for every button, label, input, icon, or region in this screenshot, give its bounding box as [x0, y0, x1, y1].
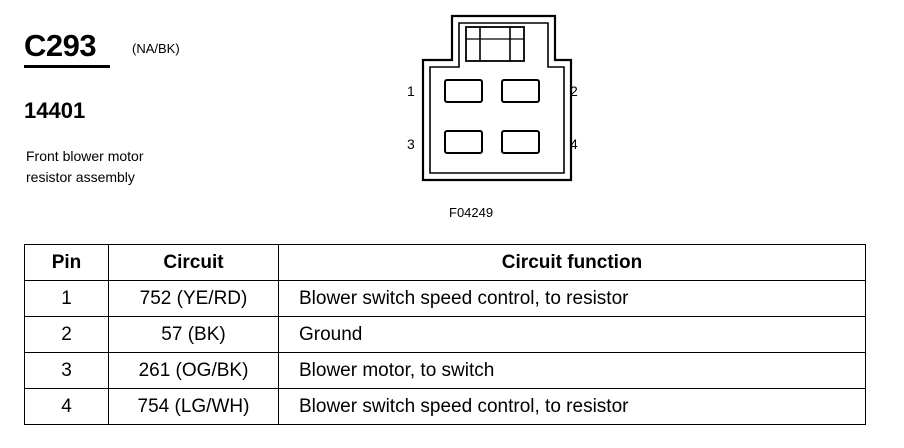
- cell-pin: 3: [24, 352, 109, 389]
- connector-latch: [465, 26, 525, 62]
- cell-function: Blower switch speed control, to resistor: [278, 388, 866, 425]
- pin-label-2: 2: [570, 83, 578, 99]
- pin-label-3: 3: [407, 136, 415, 152]
- pin-cavity-2: [501, 79, 540, 103]
- figure-id: F04249: [449, 205, 494, 220]
- header-pin: Pin: [24, 244, 109, 281]
- description-line-2: resistor assembly: [26, 169, 135, 185]
- connector-color: (NA/BK): [132, 41, 180, 56]
- table-row: 2 57 (BK) Ground: [24, 316, 866, 353]
- connector-face-diagram: [421, 14, 573, 182]
- table-header-row: Pin Circuit Circuit function: [24, 244, 866, 281]
- cell-function: Blower motor, to switch: [278, 352, 866, 389]
- pin-cavity-1: [444, 79, 483, 103]
- header-circuit: Circuit: [108, 244, 279, 281]
- pin-cavity-4: [501, 130, 540, 154]
- cell-circuit: 261 (OG/BK): [108, 352, 279, 389]
- cell-circuit: 57 (BK): [108, 316, 279, 353]
- table-row: 3 261 (OG/BK) Blower motor, to switch: [24, 352, 866, 389]
- pin-label-1: 1: [407, 83, 415, 99]
- connector-shell-inner: [429, 22, 565, 174]
- connector-shell-outline: [421, 14, 573, 182]
- pin-label-4: 4: [570, 136, 578, 152]
- cell-circuit: 752 (YE/RD): [108, 280, 279, 317]
- pinout-table: Pin Circuit Circuit function 1 752 (YE/R…: [24, 244, 866, 425]
- cell-function: Ground: [278, 316, 866, 353]
- connector-id-underline: [24, 65, 110, 68]
- table-row: 4 754 (LG/WH) Blower switch speed contro…: [24, 388, 866, 425]
- part-number: 14401: [24, 98, 86, 123]
- description-line-1: Front blower motor: [26, 148, 144, 164]
- cell-circuit: 754 (LG/WH): [108, 388, 279, 425]
- pin-cavity-3: [444, 130, 483, 154]
- header-circuit-function: Circuit function: [278, 244, 866, 281]
- cell-pin: 4: [24, 388, 109, 425]
- cell-pin: 1: [24, 280, 109, 317]
- connector-description: Front blower motor resistor assembly: [26, 146, 143, 188]
- cell-function: Blower switch speed control, to resistor: [278, 280, 866, 317]
- cell-pin: 2: [24, 316, 109, 353]
- table-row: 1 752 (YE/RD) Blower switch speed contro…: [24, 280, 866, 317]
- connector-id: C293: [24, 28, 97, 63]
